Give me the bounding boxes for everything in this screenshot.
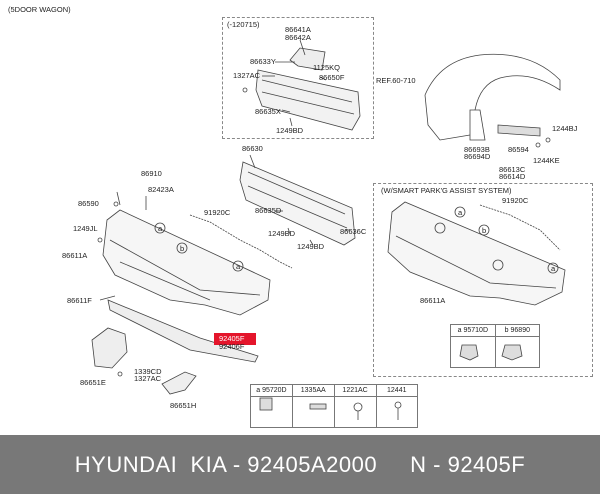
legend-96890-image bbox=[494, 336, 541, 368]
legend-circle-b: b bbox=[504, 327, 509, 334]
part-86636C[interactable]: 86636C bbox=[340, 227, 367, 236]
highlight-box bbox=[214, 333, 256, 345]
part-86611A-left[interactable]: 86611A bbox=[62, 251, 88, 260]
part-1327AC-low[interactable]: 1327AC bbox=[134, 374, 162, 383]
part-86642A[interactable]: 86642A bbox=[285, 33, 311, 42]
legend-95710D-image bbox=[450, 336, 496, 368]
callout-a-2: a bbox=[236, 262, 241, 271]
part-91920C-mid[interactable]: 91920C bbox=[204, 208, 231, 217]
fastener-legend-table: a 95720D 1335AA 1221AC 12441 bbox=[250, 384, 418, 428]
legend-1335AA-image bbox=[291, 396, 335, 428]
parts-diagram: (5DOOR WAGON) (-120715) (W/SMART PARK'G … bbox=[8, 5, 593, 428]
part-1249BD-mid1[interactable]: 1249BD bbox=[268, 229, 296, 238]
legend-12441[interactable]: 12441 bbox=[375, 384, 418, 397]
part-86590[interactable]: 86590 bbox=[78, 199, 99, 208]
variant-label: (5DOOR WAGON) bbox=[8, 5, 71, 14]
legend-circle-a: a bbox=[457, 327, 462, 334]
part-1125KQ[interactable]: 1125KQ bbox=[313, 63, 340, 72]
pre-120715-box bbox=[222, 17, 374, 139]
assist-box-label: (W/SMART PARK'G ASSIST SYSTEM) bbox=[381, 186, 512, 195]
part-86651E[interactable]: 86651E bbox=[80, 378, 106, 387]
smart-parking-assist-box bbox=[373, 183, 593, 377]
part-86651H[interactable]: 86651H bbox=[170, 401, 197, 410]
callout-a-3: a bbox=[458, 208, 463, 217]
callout-b: b bbox=[180, 244, 185, 253]
part-86594[interactable]: 86594 bbox=[508, 145, 529, 154]
callout-b-2: b bbox=[482, 226, 487, 235]
part-86635X[interactable]: 86635X bbox=[255, 107, 281, 116]
part-86611F[interactable]: 86611F bbox=[67, 296, 92, 305]
part-86635D[interactable]: 86635D bbox=[255, 206, 282, 215]
part-1327AC-top[interactable]: 1327AC bbox=[233, 71, 261, 80]
part-1339CD[interactable]: 1339CD bbox=[134, 367, 162, 376]
part-92405F-highlighted[interactable]: 92405F bbox=[219, 334, 245, 343]
part-1249JL[interactable]: 1249JL bbox=[73, 224, 98, 233]
legend-95720D-code: 95720D bbox=[262, 387, 287, 394]
legend-b-96890[interactable]: b 96890 bbox=[494, 324, 541, 337]
top-box-label: (-120715) bbox=[227, 20, 260, 29]
part-82423A[interactable]: 82423A bbox=[148, 185, 174, 194]
legend-12441-image bbox=[375, 396, 418, 428]
part-86613C[interactable]: 86613C bbox=[499, 165, 526, 174]
part-86693B[interactable]: 86693B bbox=[464, 145, 490, 154]
part-86641A[interactable]: 86641A bbox=[285, 25, 311, 34]
legend-96890-code: 96890 bbox=[510, 327, 530, 334]
legend-a-95710D[interactable]: a 95710D bbox=[450, 324, 496, 337]
part-86614D[interactable]: 86614D bbox=[499, 172, 526, 181]
ref-60-710[interactable]: REF.60-710 bbox=[376, 76, 416, 85]
legend-95720D[interactable]: a 95720D bbox=[250, 384, 293, 397]
legend-1335AA[interactable]: 1335AA bbox=[291, 384, 335, 397]
part-86694D[interactable]: 86694D bbox=[464, 152, 491, 161]
part-86633Y[interactable]: 86633Y bbox=[250, 57, 276, 66]
part-92406F[interactable]: 92406F bbox=[219, 342, 245, 351]
callout-a-4: a bbox=[551, 264, 556, 273]
part-1249BD-top[interactable]: 1249BD bbox=[276, 126, 304, 135]
part-86650F[interactable]: 86650F bbox=[319, 73, 345, 82]
part-1244BJ[interactable]: 1244BJ bbox=[552, 124, 578, 133]
legend-1221AC[interactable]: 1221AC bbox=[333, 384, 377, 397]
part-86910[interactable]: 86910 bbox=[141, 169, 162, 178]
part-1244KE[interactable]: 1244KE bbox=[533, 156, 560, 165]
legend-circle-a-bottom: a bbox=[256, 387, 261, 394]
part-number-footer: HYUNDAI KIA - 92405A2000 N - 92405F bbox=[0, 435, 600, 494]
legend-95710D-code: 95710D bbox=[463, 327, 489, 334]
legend-95720D-image bbox=[250, 396, 293, 428]
part-86611A-right[interactable]: 86611A bbox=[420, 296, 446, 305]
callout-a: a bbox=[158, 224, 163, 233]
part-1249BD-mid2[interactable]: 1249BD bbox=[297, 242, 325, 251]
legend-1221AC-image bbox=[333, 396, 377, 428]
part-86630[interactable]: 86630 bbox=[242, 144, 263, 153]
diagram-lines bbox=[91, 39, 566, 420]
part-91920C-right[interactable]: 91920C bbox=[502, 196, 529, 205]
assist-legend-table: a 95710D b 96890 bbox=[450, 324, 541, 368]
